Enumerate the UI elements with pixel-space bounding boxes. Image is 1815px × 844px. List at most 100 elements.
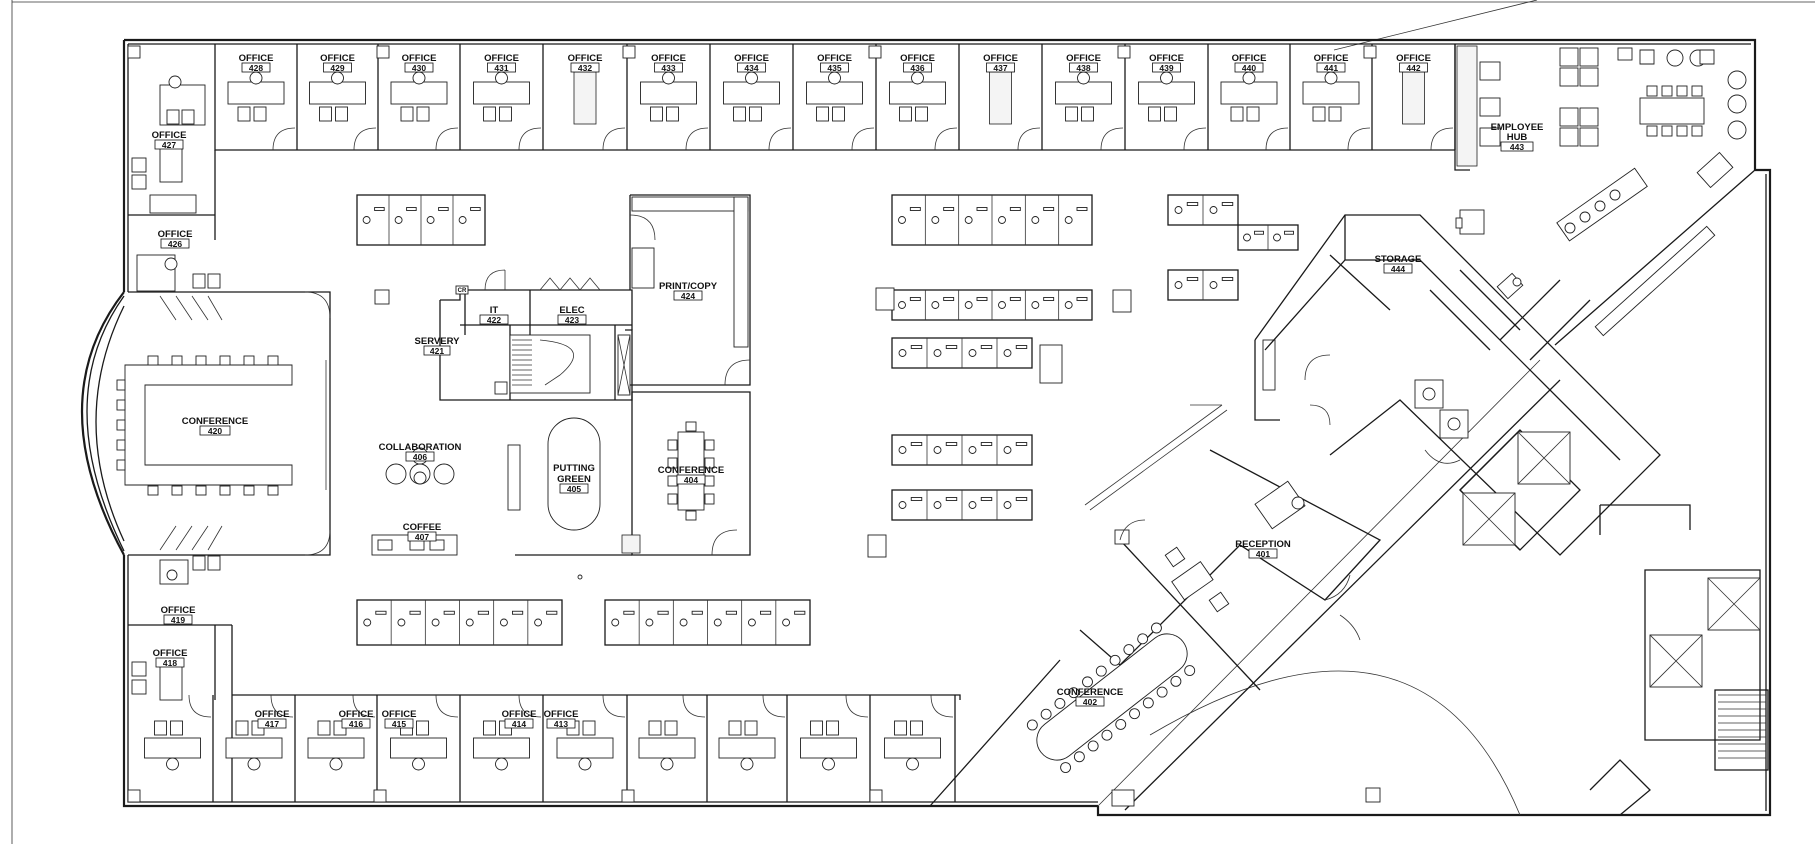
conference-404-label: CONFERENCE [658, 465, 725, 476]
conference-420-number: 420 [208, 426, 222, 436]
office-431-label: OFFICE [484, 53, 519, 64]
office-439-number: 439 [1159, 63, 1173, 73]
workstation-pod [1167, 269, 1239, 301]
office-433-number: 433 [661, 63, 675, 73]
northeast-core: STORAGE 444 [1254, 209, 1769, 816]
office-440-label: OFFICE [1232, 53, 1267, 64]
workstation-pod [356, 599, 563, 646]
conference-402-number: 402 [1083, 697, 1097, 707]
conference-402-label: CONFERENCE [1057, 687, 1124, 698]
office-413-label: OFFICE [544, 709, 579, 720]
office-416-number: 416 [349, 719, 363, 729]
column-dot [577, 574, 583, 580]
west-offices: OFFICE 427 OFFICE 426 OFFICE 419 OFFICE … [128, 75, 232, 701]
workstation-pod [356, 194, 486, 246]
conference-420-label: CONFERENCE [182, 416, 249, 427]
it-number: 422 [487, 315, 501, 325]
office-426-number: 426 [168, 239, 182, 249]
column [867, 534, 887, 558]
office-442-label: OFFICE [1396, 53, 1431, 64]
office-430-label: OFFICE [402, 53, 437, 64]
workstation-pod [891, 194, 1093, 246]
employee-hub-label-1: EMPLOYEE [1491, 122, 1544, 133]
office-435-number: 435 [827, 63, 841, 73]
northeast-lounge [1496, 151, 1756, 346]
reception-number: 401 [1256, 549, 1270, 559]
conference-404: CONFERENCE 404 [621, 391, 751, 556]
office-438-label: OFFICE [1066, 53, 1101, 64]
bottom-office-cell [144, 694, 214, 802]
putting-green-number: 405 [567, 484, 581, 494]
office-419-label: OFFICE [161, 605, 196, 616]
office-428-label: OFFICE [239, 53, 274, 64]
office-430-number: 430 [412, 63, 426, 73]
office-418-number: 418 [163, 658, 177, 668]
office-435-label: OFFICE [817, 53, 852, 64]
office-415-label: OFFICE [382, 709, 417, 720]
collaboration-number: 406 [413, 452, 427, 462]
bottom-office-cell [884, 694, 956, 802]
employee-hub-label-2: HUB [1507, 132, 1528, 143]
office-434-label: OFFICE [734, 53, 769, 64]
office-419-number: 419 [171, 615, 185, 625]
office-429-label: OFFICE [320, 53, 355, 64]
collaboration-label: COLLABORATION [379, 442, 462, 453]
collaboration-zone: COLLABORATION 406 PUTTING GREEN 405 COFF… [371, 289, 632, 556]
office-437-label: OFFICE [983, 53, 1018, 64]
top-office-row: OFFICE428OFFICE429OFFICE430OFFICE431OFFI… [127, 44, 1456, 151]
office-442-number: 442 [1406, 63, 1420, 73]
office-418-label: OFFICE [153, 648, 188, 659]
workstation-pod [891, 337, 1033, 369]
office-433-label: OFFICE [651, 53, 686, 64]
office-437-number: 437 [993, 63, 1007, 73]
column [1112, 289, 1132, 313]
office-426-label: OFFICE [158, 229, 193, 240]
bottom-office-cell [390, 694, 461, 802]
office-436-number: 436 [910, 63, 924, 73]
coffee-number: 407 [415, 532, 429, 542]
office-427-number: 427 [162, 140, 176, 150]
conference-402: CONFERENCE 402 [1026, 622, 1196, 773]
elec-number: 423 [565, 315, 579, 325]
bottom-office-cell [800, 694, 871, 802]
servery-number: 421 [430, 346, 444, 356]
office-417-label: OFFICE [255, 709, 290, 720]
office-441-number: 441 [1324, 63, 1338, 73]
office-431-number: 431 [494, 63, 508, 73]
office-428-number: 428 [249, 63, 263, 73]
employee-hub-number: 443 [1510, 142, 1524, 152]
coffee-label: COFFEE [403, 522, 442, 533]
workstation-pod [891, 489, 1033, 521]
servery-label: SERVERY [415, 336, 461, 347]
bottom-office-cell [638, 694, 708, 802]
office-414-label: OFFICE [502, 709, 537, 720]
office-413-number: 413 [554, 719, 568, 729]
leader-line [1333, 0, 1538, 51]
office-432-label: OFFICE [568, 53, 603, 64]
office-416-label: OFFICE [339, 709, 374, 720]
print-copy-room: PRINT/COPY 424 [629, 194, 751, 386]
print-copy-label: PRINT/COPY [659, 281, 718, 292]
office-427-label: OFFICE [152, 130, 187, 141]
workstation-pod [1237, 224, 1299, 251]
reception-label: RECEPTION [1235, 539, 1291, 550]
workstation-pod [604, 599, 811, 646]
it-label: IT [490, 305, 499, 316]
office-429-number: 429 [330, 63, 344, 73]
office-417-number: 417 [265, 719, 279, 729]
office-439-label: OFFICE [1149, 53, 1184, 64]
workstation-pod [891, 434, 1033, 466]
